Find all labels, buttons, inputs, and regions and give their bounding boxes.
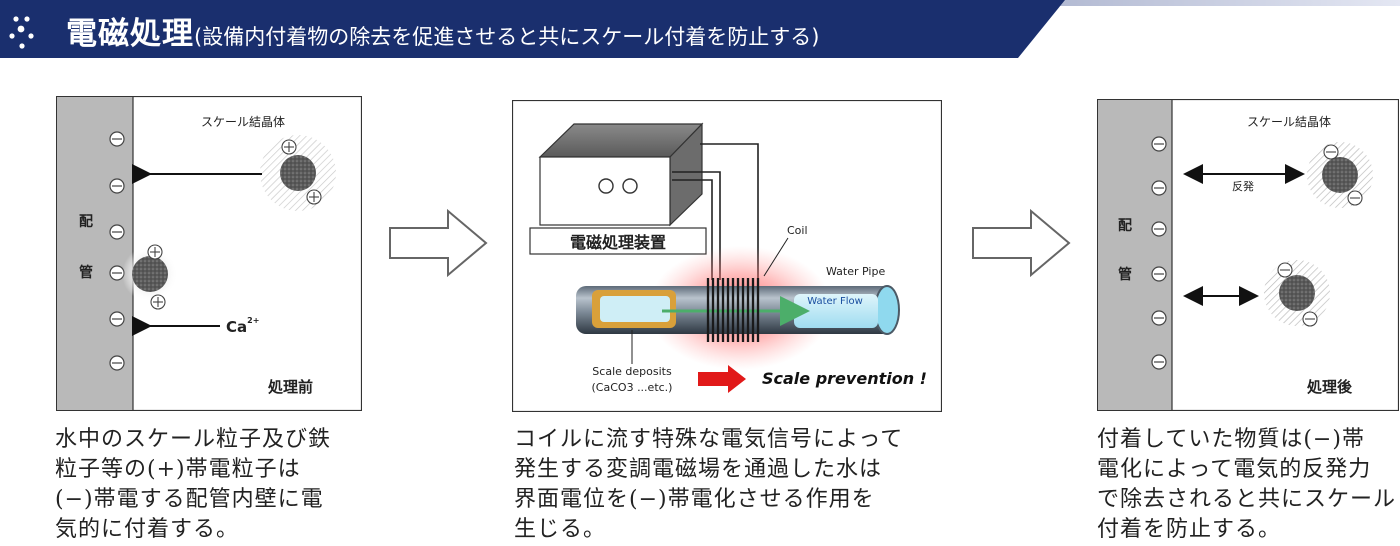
caption-line: で除去されると共にスケール [1097, 487, 1397, 512]
minus-charge-icon [1151, 266, 1167, 282]
wire [700, 143, 759, 280]
minus-charge-icon [1151, 310, 1167, 326]
header-banner [0, 0, 1400, 58]
prevention-label: Scale prevention ! [762, 369, 927, 388]
caption-line: 電化によって電気的反発力 [1097, 457, 1372, 482]
wall-negative-charges [109, 131, 125, 371]
caption-before: 水中のスケール粒子及び鉄 粒子等の(+)帯電粒子は (−)帯電する配管内壁に電 … [55, 425, 375, 545]
minus-charge-icon [1347, 190, 1363, 206]
dot-cluster-icon [9, 16, 34, 49]
coil-label: Coil [787, 224, 808, 237]
repel-label: 反発 [1232, 179, 1254, 193]
flow-arrow-2 [972, 208, 1071, 278]
caption-line: 付着していた物質は(−)帯 [1097, 427, 1365, 452]
plus-charge-icon [150, 294, 166, 310]
electromagnetic-device [538, 122, 704, 227]
scale-crystal-upper [260, 135, 336, 211]
scale-crystal-upper [1307, 142, 1373, 208]
minus-charge-icon [109, 311, 125, 327]
after-treatment-diagram: 配 管 スケール結晶体 反発 処理後 [1097, 99, 1399, 411]
red-arrow-icon [698, 365, 746, 393]
minus-charge-icon [109, 265, 125, 281]
minus-charge-icon [109, 355, 125, 371]
minus-charge-icon [109, 224, 125, 240]
pipe-label: Water Pipe [826, 265, 885, 278]
stage-label-after: 処理後 [1306, 378, 1353, 396]
caption-line: 気的に付着する。 [55, 517, 240, 542]
header-title: 電磁処理(設備内付着物の除去を促進させると共にスケール付着を防止する) [66, 8, 819, 53]
pipe-label-1: 配 [1118, 218, 1132, 234]
caption-line: 粒子等の(+)帯電粒子は [55, 457, 301, 482]
deposits-label: Scale deposits [592, 365, 672, 378]
minus-charge-icon [1277, 262, 1293, 278]
caption-device: コイルに流す特殊な電気信号によって 発生する変調電磁場を通過した水は 界面電位を… [514, 425, 954, 545]
page-subtitle: (設備内付着物の除去を促進させると共にスケール付着を防止する) [194, 25, 820, 49]
deposits-formula: (CaCO3 ...etc.) [592, 381, 673, 394]
minus-charge-icon [1151, 136, 1167, 152]
scale-crystal-lower [122, 244, 178, 310]
caption-line: 発生する変調電磁場を通過した水は [514, 457, 883, 482]
flow-arrow-1 [389, 208, 488, 278]
coil-leader [763, 237, 789, 277]
coil [706, 278, 760, 342]
before-treatment-diagram: 配 管 スケール結晶体 Ca2+ 処理前 [56, 96, 362, 411]
caption-line: コイルに流す特殊な電気信号によって [514, 427, 904, 452]
device-label: 電磁処理装置 [570, 233, 666, 252]
minus-charge-icon [1151, 354, 1167, 370]
plus-charge-icon [281, 139, 297, 155]
page-title: 電磁処理 [66, 16, 194, 52]
stage-label-before: 処理前 [267, 378, 313, 396]
minus-charge-icon [109, 131, 125, 147]
minus-charge-icon [1302, 311, 1318, 327]
dial-icon [622, 178, 638, 194]
wire [672, 171, 721, 280]
wire [672, 179, 713, 280]
scale-crystal-lower [1264, 260, 1330, 327]
plus-charge-icon [306, 189, 322, 205]
section-header: 電磁処理(設備内付着物の除去を促進させると共にスケール付着を防止する) [0, 0, 1400, 58]
pipe-label-1: 配 [79, 214, 93, 230]
ion-label: Ca2+ [226, 316, 259, 336]
pipe-label-2: 管 [1118, 266, 1132, 283]
minus-charge-icon [1323, 144, 1339, 160]
caption-line: 水中のスケール粒子及び鉄 [55, 427, 332, 452]
pipe-label-2: 管 [79, 264, 93, 281]
caption-line: 生じる。 [514, 517, 607, 542]
electromagnetic-device-diagram: 電磁処理装置 Water Flow Coil Water Pipe Scale … [512, 100, 942, 412]
wall-negative-charges [1151, 136, 1167, 370]
dial-icon [598, 178, 614, 194]
crystal-label: スケール結晶体 [1247, 115, 1331, 129]
water-pipe [576, 285, 900, 335]
device-label-box [529, 227, 707, 255]
caption-line: (−)帯電する配管内壁に電 [55, 487, 324, 512]
caption-after: 付着していた物質は(−)帯 電化によって電気的反発力 で除去されると共にスケール… [1097, 425, 1399, 545]
crystal-label: スケール結晶体 [201, 115, 285, 129]
minus-charge-icon [109, 178, 125, 194]
caption-line: 界面電位を(−)帯電化させる作用を [514, 487, 875, 512]
minus-charge-icon [1151, 180, 1167, 196]
plus-charge-icon [147, 244, 163, 260]
caption-line: 付着を防止する。 [1097, 517, 1282, 542]
minus-charge-icon [1151, 221, 1167, 237]
flow-label: Water Flow [807, 296, 863, 307]
